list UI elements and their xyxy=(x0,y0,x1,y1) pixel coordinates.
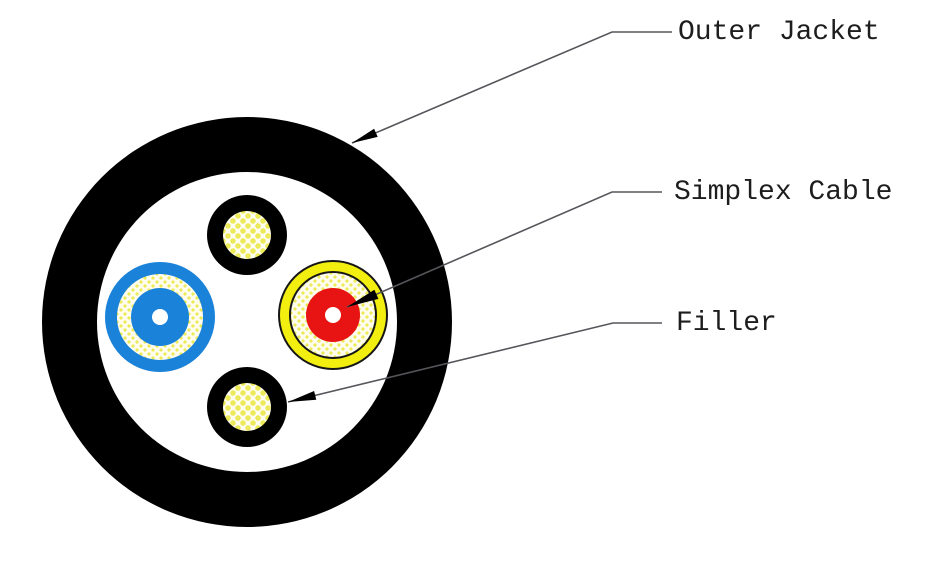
outer-jacket-label: Outer Jacket xyxy=(678,17,880,48)
outer-jacket-leader xyxy=(351,31,672,144)
filler-bottom-core xyxy=(223,383,271,431)
filler-top-core xyxy=(223,211,271,259)
simplex-blue-fiber-core xyxy=(152,309,168,325)
simplex-cable-yellow xyxy=(278,260,388,370)
filler-bottom xyxy=(207,367,287,447)
filler-top xyxy=(207,195,287,275)
simplex-cable-blue xyxy=(105,262,215,372)
simplex-cable-label: Simplex Cable xyxy=(674,177,893,208)
simplex-yellow-fiber-core xyxy=(325,307,341,323)
outer-jacket-arrowhead-icon xyxy=(352,128,378,143)
outer-jacket-leader-line xyxy=(351,31,672,144)
filler-label: Filler xyxy=(676,308,777,339)
